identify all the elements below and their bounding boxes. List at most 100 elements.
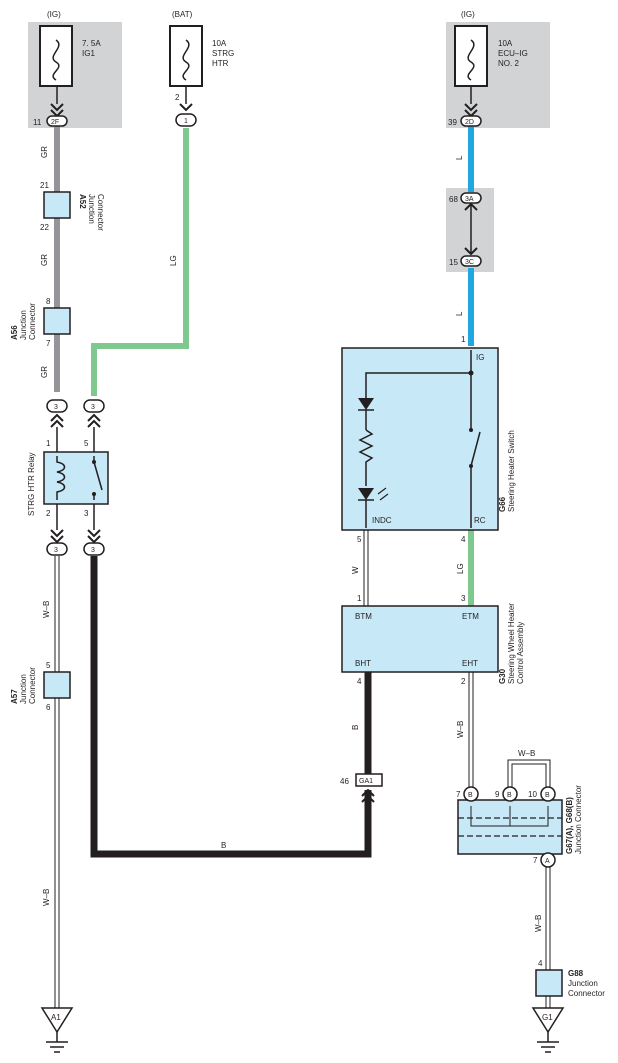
svg-text:IG: IG <box>476 353 484 362</box>
relay-coil-icon <box>56 456 66 500</box>
svg-text:5: 5 <box>84 439 89 448</box>
svg-text:39: 39 <box>448 118 457 127</box>
junction-a56 <box>43 307 71 335</box>
svg-text:G67(A), G68(B): G67(A), G68(B) <box>565 797 574 854</box>
pin-a-7 <box>540 852 556 868</box>
svg-text:BHT: BHT <box>355 659 371 668</box>
svg-text:3: 3 <box>91 404 95 411</box>
wire-label-l-1: L <box>455 155 464 160</box>
svg-text:Steering Heater Switch: Steering Heater Switch <box>507 430 516 512</box>
svg-text:GA1: GA1 <box>359 778 373 785</box>
fuse-ig1-icon <box>52 39 60 81</box>
fuse-ig1-rating: 7. 5A <box>82 39 101 48</box>
wire-label-wb-2: W–B <box>42 889 51 906</box>
arrow-relay-in-right-icon <box>87 413 101 428</box>
fuse-strg <box>169 25 203 87</box>
wire-label-gr-2: GR <box>40 254 49 266</box>
svg-text:4: 4 <box>357 677 362 686</box>
svg-text:EHT: EHT <box>462 659 478 668</box>
svg-text:A52: A52 <box>78 194 87 209</box>
svg-text:3: 3 <box>54 547 58 554</box>
fuse-strg-icon <box>182 39 190 81</box>
resistor-icon <box>358 429 374 486</box>
fuse-ecu <box>454 25 488 87</box>
arrow-strg-icon <box>179 103 193 112</box>
svg-text:Connector: Connector <box>28 667 37 704</box>
wire-label-lg-2: LG <box>456 563 465 574</box>
switch-contact-icon <box>470 431 481 467</box>
svg-text:3: 3 <box>461 594 466 603</box>
wire-label-gr-1: GR <box>40 146 49 158</box>
fuse-ig1 <box>39 25 73 87</box>
connector-1 <box>175 113 197 127</box>
svg-text:BTM: BTM <box>355 612 372 621</box>
fuse-strg-supply: (BAT) <box>172 10 193 19</box>
svg-text:68: 68 <box>449 195 458 204</box>
fuse-ig1-supply: (IG) <box>47 10 61 19</box>
svg-text:Connector: Connector <box>568 989 605 998</box>
svg-text:3: 3 <box>54 404 58 411</box>
ground-a1-icon <box>40 1007 74 1034</box>
wire-b-relay-ga1 <box>90 556 372 858</box>
relay-connector-bottom-right <box>83 542 105 556</box>
wire-label-lg-1: LG <box>169 255 178 266</box>
svg-text:7: 7 <box>456 790 461 799</box>
wire-label-wb-3: W–B <box>456 721 465 738</box>
svg-text:46: 46 <box>340 777 349 786</box>
svg-text:G88: G88 <box>568 969 584 978</box>
led-icon <box>358 488 374 500</box>
arrow-relay-out-left-icon <box>50 529 64 544</box>
svg-text:B: B <box>507 792 512 799</box>
connector-3c <box>460 255 482 267</box>
junction-a52 <box>43 191 71 219</box>
pin-b-9 <box>502 786 518 802</box>
svg-text:2: 2 <box>175 93 180 102</box>
svg-text:Junction: Junction <box>87 194 96 224</box>
fuse-ig1-name: IG1 <box>82 49 95 58</box>
svg-text:3: 3 <box>91 547 95 554</box>
svg-text:5: 5 <box>357 535 362 544</box>
arrow-3c-icon <box>464 247 478 256</box>
wire-label-wb-1: W–B <box>42 601 51 618</box>
pin-b-10 <box>540 786 556 802</box>
svg-text:Junction: Junction <box>19 674 28 704</box>
svg-text:8: 8 <box>46 297 51 306</box>
connector-ga1 <box>355 773 383 787</box>
svg-text:A: A <box>545 858 550 865</box>
svg-text:G1: G1 <box>542 1013 553 1022</box>
svg-text:STRG: STRG <box>212 49 234 58</box>
wire-label-b-1: B <box>351 725 360 730</box>
ground-g1-icon <box>531 1007 565 1034</box>
svg-text:B: B <box>468 792 473 799</box>
relay-connector-bottom-left <box>46 542 68 556</box>
relay-strg-htr <box>43 451 109 505</box>
svg-text:7: 7 <box>46 339 51 348</box>
svg-text:Connector: Connector <box>96 194 105 231</box>
svg-text:RC: RC <box>474 516 486 525</box>
svg-text:3: 3 <box>84 509 89 518</box>
wire-label-b-2: B <box>221 841 226 850</box>
wire-label-gr-3: GR <box>40 366 49 378</box>
svg-text:1: 1 <box>357 594 362 603</box>
svg-text:1: 1 <box>46 439 51 448</box>
fuse-ecu-supply: (IG) <box>461 10 475 19</box>
pin-11: 11 <box>33 118 42 127</box>
connector-2f <box>46 115 68 127</box>
svg-text:10A: 10A <box>498 39 513 48</box>
led-light-rays-icon <box>377 487 389 501</box>
svg-text:10: 10 <box>528 790 537 799</box>
svg-text:B: B <box>545 792 550 799</box>
svg-text:4: 4 <box>461 535 466 544</box>
junction-a57 <box>43 671 71 699</box>
svg-text:22: 22 <box>40 223 49 232</box>
pin-b-7 <box>463 786 479 802</box>
junction-g88 <box>535 969 563 997</box>
wire-label-w: W <box>351 566 360 574</box>
svg-text:2: 2 <box>46 509 51 518</box>
svg-text:A57: A57 <box>10 689 19 704</box>
svg-text:W–B: W–B <box>518 749 535 758</box>
svg-text:A1: A1 <box>51 1013 61 1022</box>
svg-text:Control Assembly: Control Assembly <box>516 622 525 684</box>
svg-text:Steering Wheel Heater: Steering Wheel Heater <box>507 603 516 684</box>
